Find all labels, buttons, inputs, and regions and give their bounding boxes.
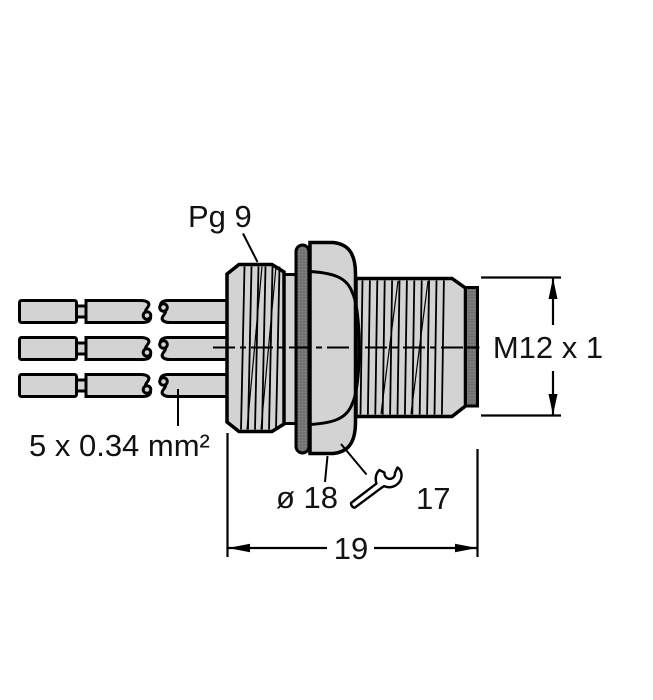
oring-seal [294,243,311,455]
wire-lead-2 [18,336,229,361]
leader-line [324,455,329,483]
arrowhead-right [455,543,477,553]
wire-ferrule [18,336,78,361]
label-seal-diameter: ø 18 [276,455,338,515]
leader-line [242,233,259,263]
label-pg9: Pg 9 [188,199,259,263]
wire-cross-section-label: 5 x 0.34 mm² [29,428,210,463]
wrench-size-label: 17 [416,481,450,516]
arrowhead-up [548,278,558,299]
wire-break-curl [158,339,169,350]
gland-thread-label: Pg 9 [188,199,252,234]
wire-ferrule [18,373,78,398]
wire-break-curl [158,302,169,313]
wire-segment [158,373,229,398]
label-wire-spec: 5 x 0.34 mm² [29,389,210,463]
wire-break-curl [141,384,153,395]
wire-break-curl [158,376,169,387]
dimension-m12: M12 x 1 [481,276,603,417]
wire-segment [84,299,153,324]
label-wrench-size: 17 [340,443,450,516]
wire-leads [18,299,229,398]
wire-break-curl [141,310,153,321]
wire-break-curl [141,347,153,358]
arrowhead-down [548,394,558,415]
length-label: 19 [334,531,368,566]
wire-segment [84,373,153,398]
wire-lead-1 [18,299,229,324]
wire-lead-3 [18,373,229,398]
m12-thread-label: M12 x 1 [493,330,603,365]
seal-diameter-label: ø 18 [276,480,338,515]
wire-ferrule [18,299,78,324]
wrench-icon [349,466,403,509]
wire-segment [158,299,229,324]
dimension-length: 19 [226,433,479,566]
leader-line [340,443,368,476]
arrowhead-left [228,543,250,553]
wire-segment [84,336,153,361]
